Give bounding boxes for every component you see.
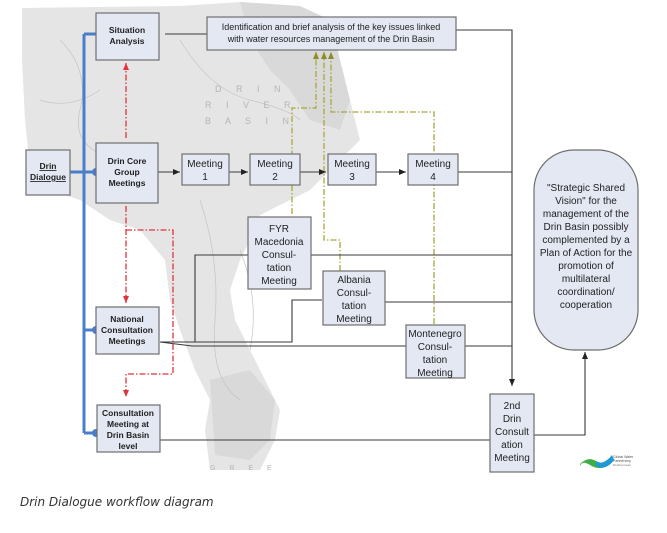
svg-text:Drin: Drin [40,161,57,171]
svg-text:multilateral: multilateral [562,274,610,285]
svg-text:ation: ation [501,440,523,451]
svg-text:cooperation: cooperation [560,300,612,311]
node-national-consultation-meetings[interactable]: National Consultation Meetings [95,306,160,355]
svg-text:FYR: FYR [269,224,289,235]
map-label-bottom: G R E E [210,465,278,472]
node-fyr-macedonia-consultation[interactable]: FYR Macedonia Consul- tation Meeting [247,216,312,290]
map-label-drin: D R I N [215,84,287,94]
svg-text:2nd: 2nd [504,401,521,412]
svg-text:Drin Basin: Drin Basin [107,430,150,440]
svg-text:Plan of Action for the: Plan of Action for the [540,248,633,259]
svg-text:3: 3 [349,172,355,183]
map-label-basin: B A S I N [205,116,295,126]
node-meeting-2[interactable]: Meeting 2 [249,153,301,186]
svg-text:Meetings: Meetings [109,336,146,346]
blue-connectors [70,32,100,437]
svg-text:Meeting at: Meeting at [107,419,149,429]
svg-text:Meeting: Meeting [417,368,453,379]
red-dashed-connectors [123,63,174,397]
node-drin-dialogue[interactable]: Drin Dialogue [25,149,71,196]
svg-text:Meetings: Meetings [109,178,146,188]
svg-text:Consul-: Consul- [337,288,371,299]
svg-text:Partnership: Partnership [613,459,631,463]
svg-text:Drin Core: Drin Core [108,156,147,166]
node-albania-consultation[interactable]: Albania Consul- tation Meeting [322,270,386,326]
svg-text:Group: Group [114,167,140,177]
svg-text:Vision" for the: Vision" for the [555,196,617,207]
svg-text:promotion of: promotion of [558,261,614,272]
node-meeting-3[interactable]: Meeting 3 [327,153,377,186]
svg-text:Mediterranean: Mediterranean [613,463,631,467]
node-core-group-meetings[interactable]: Drin Core Group Meetings [95,142,159,204]
svg-text:Meeting: Meeting [415,159,451,170]
svg-text:level: level [119,441,138,451]
svg-text:tation: tation [267,263,291,274]
svg-text:"Strategic Shared: "Strategic Shared [547,183,625,194]
svg-text:Dialogue: Dialogue [30,172,66,182]
svg-text:4: 4 [430,172,436,183]
node-second-drin-consultation[interactable]: 2nd Drin Consult ation Meeting [489,393,535,473]
svg-text:Identification and brief analy: Identification and brief analysis of the… [222,22,441,32]
svg-text:Macedonia: Macedonia [255,237,304,248]
figure-caption: Drin Dialogue workflow diagram [20,495,214,509]
svg-text:Montenegro: Montenegro [408,329,462,340]
svg-text:National: National [110,314,144,324]
svg-text:Consult: Consult [495,427,529,438]
svg-text:Meeting: Meeting [494,453,530,464]
gwp-logo: Global Water Partnership Mediterranean [580,455,634,469]
svg-text:Albania: Albania [337,275,371,286]
svg-text:management of the: management of the [543,209,630,220]
svg-text:1: 1 [202,172,208,183]
svg-text:Drin: Drin [503,414,521,425]
svg-text:Meeting: Meeting [261,276,297,287]
node-strategic-shared-vision[interactable]: "Strategic Shared Vision" for the manage… [533,149,639,351]
svg-text:Meeting: Meeting [334,159,370,170]
svg-text:with water resources managemen: with water resources management of the D… [227,34,435,44]
svg-text:Situation: Situation [109,25,145,35]
svg-text:2: 2 [272,172,278,183]
svg-text:tation: tation [423,355,447,366]
svg-text:Consul-: Consul- [262,250,296,261]
svg-text:Global Water: Global Water [613,455,634,459]
node-montenegro-consultation[interactable]: Montenegro Consul- tation Meeting [405,324,466,379]
svg-text:Consul-: Consul- [418,342,452,353]
black-connectors [158,29,588,441]
node-situation-analysis[interactable]: Situation Analysis [95,12,160,61]
svg-text:complemented by a: complemented by a [542,235,630,246]
node-meeting-1[interactable]: Meeting 1 [181,153,230,186]
svg-text:Meeting: Meeting [336,314,372,325]
map-label-river: R I V E R [205,100,297,110]
node-identification[interactable]: Identification and brief analysis of the… [206,16,457,51]
svg-text:Meeting: Meeting [187,159,223,170]
node-meeting-4[interactable]: Meeting 4 [407,153,459,186]
svg-text:tation: tation [342,301,366,312]
svg-text:Analysis: Analysis [110,36,145,46]
svg-text:coordination/: coordination/ [557,287,614,298]
node-basin-level-consultation[interactable]: Consultation Meeting at Drin Basin level [96,404,161,453]
svg-text:Consultation: Consultation [102,408,154,418]
svg-text:Drin Basin possibly: Drin Basin possibly [543,222,628,233]
svg-text:Consultation: Consultation [101,325,153,335]
svg-text:Meeting: Meeting [257,159,293,170]
